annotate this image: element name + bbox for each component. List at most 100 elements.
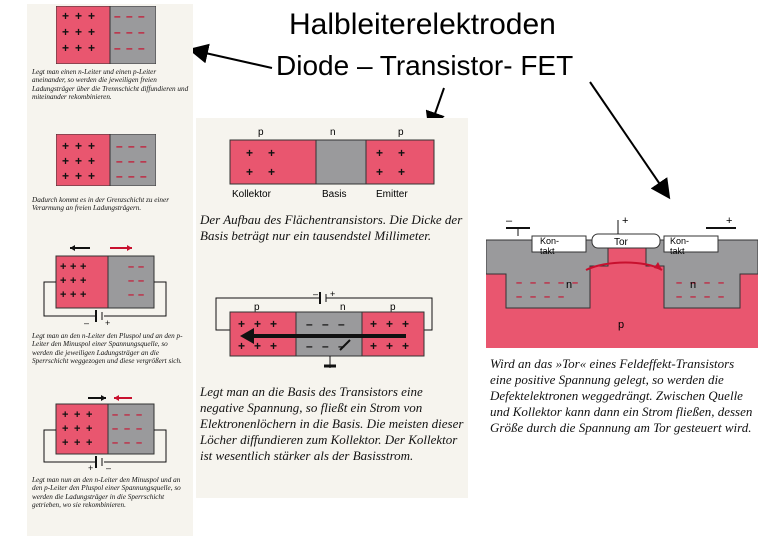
diagram-label: + — [376, 146, 383, 160]
diagram-label: – — [138, 275, 144, 287]
diagram-label: – — [306, 339, 313, 353]
diagram-label: + — [75, 169, 82, 183]
arrow-to-diode — [188, 43, 273, 69]
diagram-label: – — [124, 409, 130, 421]
diagram-label: – — [116, 139, 123, 153]
diagram-label: – — [690, 291, 696, 303]
diagram-label: + — [386, 317, 393, 331]
diagram-label: + — [62, 41, 69, 55]
label-emitter: Emitter — [376, 189, 408, 200]
diagram-label: + — [88, 41, 95, 55]
diagram-label: – — [136, 423, 142, 435]
diagram-label: + — [74, 437, 80, 449]
p-label: p — [618, 319, 624, 331]
diagram-label: + — [75, 154, 82, 168]
diagram-label: + — [268, 146, 275, 160]
diagram-label: – — [106, 463, 111, 472]
diode-junction-1: +++ +++ +++ ––– ––– ––– — [56, 6, 156, 64]
diagram-label: – — [128, 154, 135, 168]
diagram-label: – — [138, 9, 145, 23]
label-base-n: n — [330, 127, 336, 138]
diagram-label: + — [74, 423, 80, 435]
diagram-label: + — [70, 289, 76, 301]
diagram-label: + — [622, 215, 628, 227]
diagram-label: – — [116, 154, 123, 168]
n-left-label: n — [566, 279, 572, 291]
diagram-label: + — [88, 463, 93, 472]
diagram-label: – — [704, 291, 710, 303]
diagram-label: – — [124, 437, 130, 449]
diagram-label: p — [254, 302, 260, 313]
diagram-label: – — [322, 339, 329, 353]
diagram-label: + — [86, 409, 92, 421]
diagram-label: – — [676, 291, 682, 303]
diagram-label: + — [75, 41, 82, 55]
label-kollektor: Kollektor — [232, 189, 272, 200]
diagram-label: – — [530, 277, 536, 289]
main-title: Halbleiterelektroden — [289, 8, 556, 41]
battery-minus: – — [84, 318, 89, 328]
diagram-label: – — [128, 275, 134, 287]
diagram-label: + — [62, 169, 69, 183]
diagram-label: – — [128, 139, 135, 153]
diagram-label: – — [558, 277, 564, 289]
diode-forward-bias: +++ +++ +++ ––– ––– ––– – + — [43, 395, 167, 472]
diagram-label: + — [270, 339, 277, 353]
diode-junction-2: +++ +++ +++ ––– ––– ––– — [56, 134, 156, 186]
diagram-label: – — [140, 154, 147, 168]
transistor-caption-2: Legt man an die Basis des Transistors ei… — [200, 384, 464, 463]
diagram-label: – — [140, 169, 147, 183]
diagram-label: + — [62, 409, 68, 421]
diode-caption-3: Legt man an den n-Leiter den Pluspol und… — [32, 332, 183, 366]
diagram-label: – — [676, 277, 682, 289]
fet-caption: Wird an das »Tor« eines Feldeffekt-Trans… — [490, 356, 753, 435]
diagram-label: – — [126, 41, 133, 55]
diagram-label: – — [338, 317, 345, 331]
diagram-label: + — [62, 9, 69, 23]
diagram-label: – — [128, 169, 135, 183]
diagram-label: – — [138, 25, 145, 39]
diode-caption-4: Legt man nun an den n-Leiter den Minuspo… — [32, 476, 181, 510]
diagram-label: + — [370, 317, 377, 331]
diagram-label: – — [136, 437, 142, 449]
diagram-label: + — [62, 139, 69, 153]
diagram-label: + — [402, 339, 409, 353]
diagram-label: + — [268, 165, 275, 179]
diagram-label: – — [126, 9, 133, 23]
diode-reverse-bias: +++ +++ +++ –– –– –– – + — [43, 245, 167, 328]
diagram-label: – — [128, 289, 134, 301]
diagram-label: + — [70, 275, 76, 287]
contact-right-pad — [663, 235, 719, 253]
diagram-label: – — [126, 25, 133, 39]
diagram-label: + — [70, 261, 76, 273]
diagram-label: – — [128, 261, 134, 273]
diagram-label: + — [386, 339, 393, 353]
diagram-label: – — [338, 339, 345, 353]
fet-diagram: ––––– –––– –––– –––– Kon-takt Tor Kon-ta… — [486, 215, 758, 348]
diagram-label: – — [114, 9, 121, 23]
contact-right-label: Kon-takt — [670, 236, 689, 256]
diagram-label: + — [74, 409, 80, 421]
label-basis: Basis — [322, 189, 346, 200]
diagram-label: – — [138, 261, 144, 273]
diagram-label: + — [270, 317, 277, 331]
diagram-label: + — [60, 289, 66, 301]
transistor-caption-1: Der Aufbau des Flächentransistors. Die D… — [200, 212, 463, 243]
diagram-label: + — [80, 275, 86, 287]
transistor-biased: – + p n p +++ +++ +++ +++ ––– ––– — [215, 289, 433, 368]
diagram-label: + — [726, 215, 732, 227]
diagram-label: – — [516, 291, 522, 303]
diagram-label: – — [530, 291, 536, 303]
diagram-label: – — [690, 277, 696, 289]
diagram-label: + — [75, 9, 82, 23]
diagram-label: – — [138, 289, 144, 301]
subtitle: Diode – Transistor- FET — [276, 50, 574, 81]
diagram-label: – — [116, 169, 123, 183]
diagram-label: + — [398, 165, 405, 179]
diagram-label: – — [718, 291, 724, 303]
n-right-label: n — [690, 279, 696, 291]
diagram-label: + — [330, 289, 335, 299]
diagram-label: + — [88, 154, 95, 168]
diagram-label: + — [88, 25, 95, 39]
arrow-to-fet — [589, 81, 671, 200]
